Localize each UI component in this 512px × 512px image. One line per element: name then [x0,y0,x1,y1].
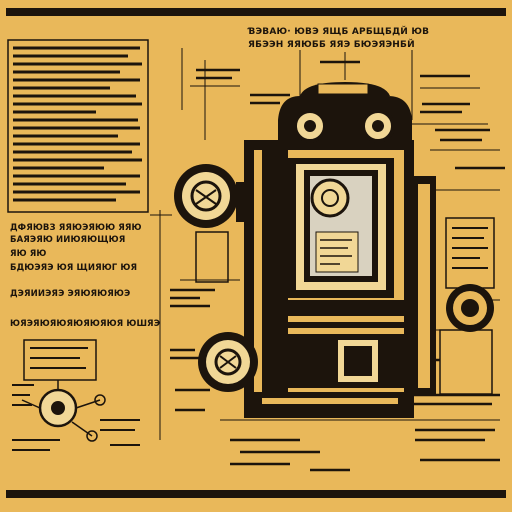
header-line-1: ƁЭBAЮ· ЮBЭ ЯЩБ АРБЩБДЙ ЮB [248,27,430,37]
gear-icon [446,284,494,332]
gear-icon [198,332,258,392]
left-panel-line-6: ЮЯЭЯЮЯЮЯЮЯЮЯЮЯ ЮШЯЭ [10,319,161,329]
left-panel-line-1: ДФЯЮВЗ ЯЯЮЭЯЮЮ ЯЯЮ [10,223,142,233]
side-panel-right [445,217,495,289]
bottom-border-bar [6,490,506,498]
lens-icon [310,178,350,218]
left-panel-line-2: БАЯЭЯЮ ИИЮЯЮЩЮЯ [10,235,126,245]
leader-lines [150,48,500,440]
top-border-bar [6,8,506,16]
left-panel-line-3: ЯЮ ЯЮ [10,249,47,259]
circular-gauge-icon [174,164,246,228]
machine-body [244,82,436,418]
left-panel-line-4: БДЮЭЯЭ ЮЯ ЩИЯЮГ ЮЯ [10,263,138,273]
text-block-top-left [7,39,149,213]
side-panel-lower-right [439,329,493,395]
left-panel-line-5: ДЭЯИИЭЯЭ ЭЯЮЯЮЯЮЭ [10,289,131,299]
side-panel-right-lines [452,227,488,269]
small-diagram [12,339,140,451]
annotation-marks [170,60,505,472]
side-panel-left [195,231,229,283]
dial-icon [293,109,395,143]
header-line-2: ЯБЭЭН ЯЯЮББ ЯЯЭ БЮЭЯЭНБЙ [248,40,415,50]
